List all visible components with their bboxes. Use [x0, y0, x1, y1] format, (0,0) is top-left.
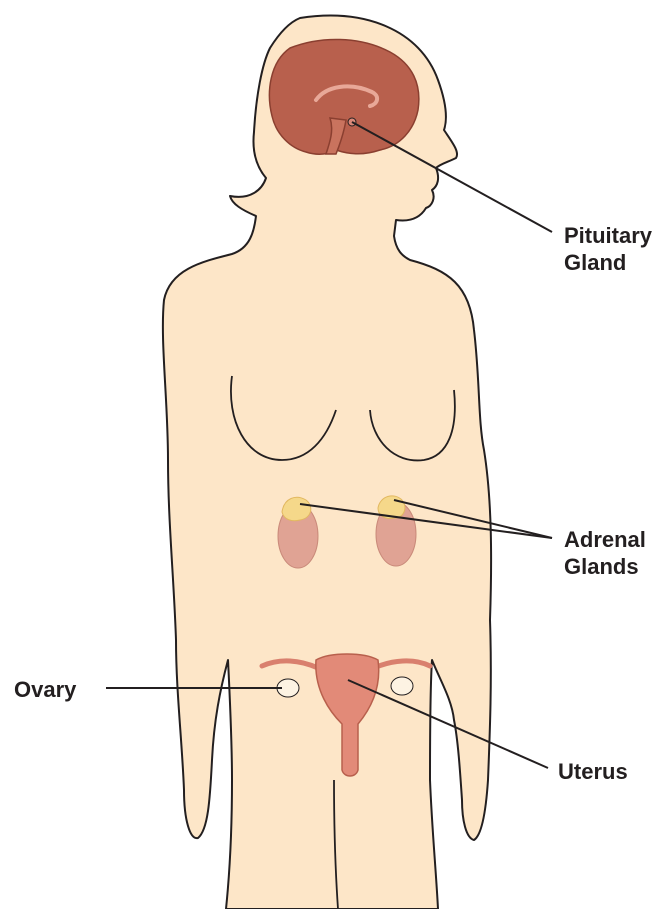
pituitary-label-line2: Gland: [564, 249, 652, 276]
brain: [269, 39, 418, 154]
ovary-right: [391, 677, 413, 695]
adrenal-label-line1: Adrenal: [564, 526, 646, 553]
uterus-label-text: Uterus: [558, 758, 628, 785]
adrenal-label-line2: Glands: [564, 553, 646, 580]
pituitary-label-line1: Pituitary: [564, 222, 652, 249]
pituitary-gland-label: Pituitary Gland: [564, 222, 652, 276]
ovary-label: Ovary: [14, 676, 76, 703]
uterus-label: Uterus: [558, 758, 628, 785]
adrenal-glands-label: Adrenal Glands: [564, 526, 646, 580]
ovary-label-text: Ovary: [14, 676, 76, 703]
